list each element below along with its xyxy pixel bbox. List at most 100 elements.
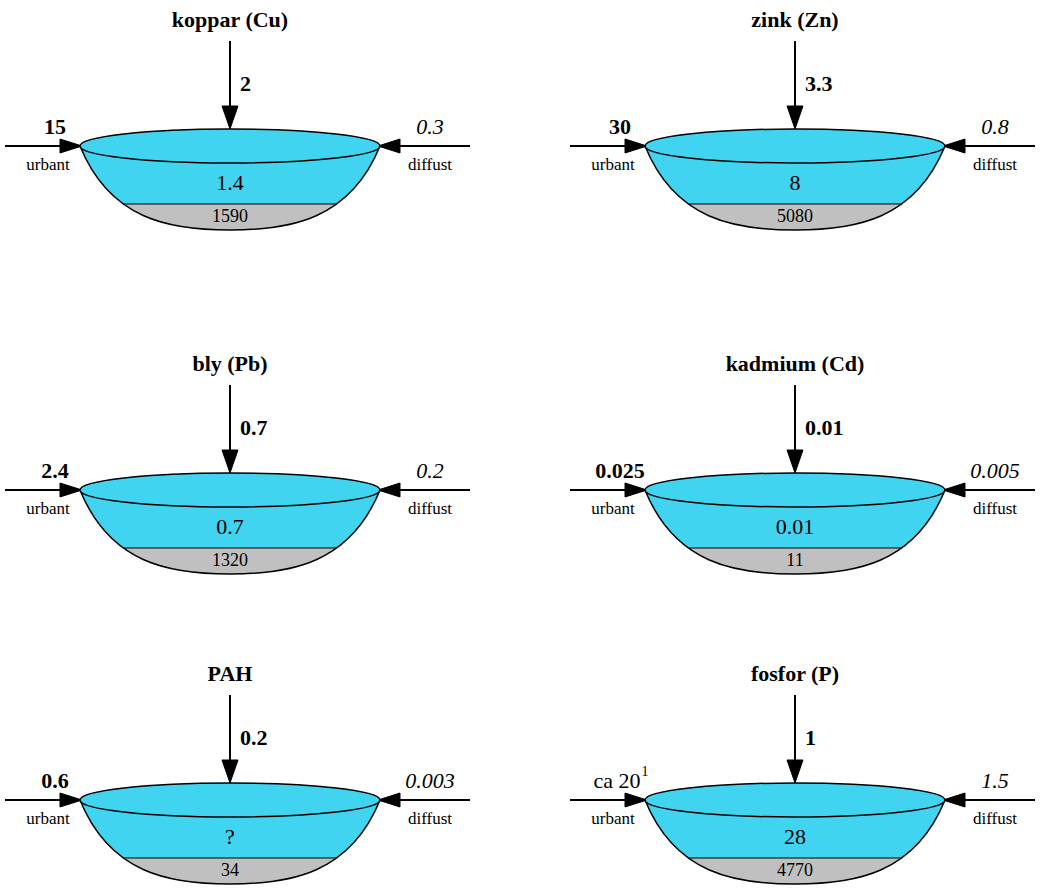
- arrow-shaft: [5, 799, 62, 801]
- water-value: 8: [645, 171, 945, 195]
- deposition-value: 1: [805, 726, 816, 750]
- water-value: 0.01: [645, 515, 945, 539]
- substance-title: kadmium (Cd): [726, 352, 865, 376]
- arrow-head: [222, 760, 238, 783]
- arrow-head: [60, 483, 82, 497]
- substance-title: bly (Pb): [192, 352, 267, 376]
- sediment-band: [645, 858, 945, 886]
- arrow-head: [222, 106, 238, 129]
- sediment-band: [80, 858, 380, 886]
- flow-arrow: [943, 793, 1035, 807]
- arrow-head: [787, 760, 803, 783]
- water-surface: [645, 473, 945, 507]
- sediment-value: 1590: [212, 207, 248, 227]
- water-surface: [645, 783, 945, 817]
- arrow-shaft: [794, 41, 796, 108]
- deposition-value: 0.01: [805, 416, 844, 440]
- arrow-shaft: [963, 489, 1035, 491]
- arrow-shaft: [794, 695, 796, 762]
- flow-arrow: [943, 139, 1035, 153]
- sediment-band: [645, 204, 945, 232]
- sediment-value: 1320: [212, 551, 248, 571]
- water-surface: [80, 783, 380, 817]
- flow-arrow: [5, 139, 82, 153]
- arrow-shaft: [5, 489, 62, 491]
- sediment-layer: 34: [170, 858, 290, 884]
- sediment-value: 11: [786, 551, 803, 571]
- sediment-band: [80, 548, 380, 576]
- flow-arrow: [570, 793, 647, 807]
- footnote-mark: 1: [642, 764, 649, 779]
- source-label: diffust: [408, 810, 452, 829]
- arrow-shaft: [570, 145, 627, 147]
- arrow-head: [625, 793, 647, 807]
- deposition-value: 2: [240, 72, 251, 96]
- source-label: diffust: [408, 156, 452, 175]
- arrow-shaft: [398, 145, 470, 147]
- sediment-value: 5080: [777, 207, 813, 227]
- sediment-layer: 5080: [735, 204, 855, 230]
- diffuse-value: 0.8: [981, 115, 1009, 139]
- arrow-head: [625, 483, 647, 497]
- arrow-head: [943, 793, 965, 807]
- substance-title: koppar (Cu): [172, 8, 288, 32]
- water-surface: [645, 129, 945, 163]
- urban-value: 0.025: [595, 459, 645, 483]
- lake-basin: 28 4770: [645, 783, 945, 886]
- deposition-value: 3.3: [805, 72, 833, 96]
- lake-basin: 1.41590: [80, 129, 380, 232]
- flow-arrow: [5, 793, 82, 807]
- source-label: diffust: [408, 500, 452, 519]
- diffuse-value: 0.003: [405, 769, 455, 793]
- arrow-head: [378, 483, 400, 497]
- flow-arrow: [570, 483, 647, 497]
- urban-value: 30: [609, 115, 631, 139]
- source-label: urbant: [26, 810, 69, 829]
- arrow-shaft: [570, 489, 627, 491]
- flow-arrow: [222, 385, 238, 473]
- sediment-band: [80, 204, 380, 232]
- source-label: urbant: [591, 500, 634, 519]
- water-value: 28: [645, 825, 945, 849]
- water-surface: [80, 473, 380, 507]
- water-value: ?: [80, 825, 380, 849]
- lake-basin: 0.01 11: [645, 473, 945, 576]
- flow-arrow: [222, 695, 238, 783]
- arrow-head: [625, 139, 647, 153]
- source-label: diffust: [973, 500, 1017, 519]
- substance-title: PAH: [208, 662, 253, 686]
- substance-title: fosfor (P): [751, 662, 839, 686]
- sediment-layer: 1590: [170, 204, 290, 230]
- flow-arrow: [378, 483, 470, 497]
- deposition-value: 0.2: [240, 726, 268, 750]
- sediment-layer: 11: [735, 548, 855, 574]
- arrow-head: [378, 793, 400, 807]
- sediment-value: 4770: [777, 861, 813, 881]
- source-label: urbant: [26, 156, 69, 175]
- arrow-head: [787, 106, 803, 129]
- source-label: diffust: [973, 156, 1017, 175]
- arrow-shaft: [229, 695, 231, 762]
- flow-arrow: [5, 483, 82, 497]
- diffuse-value: 1.5: [981, 769, 1009, 793]
- diffuse-value: 0.3: [416, 115, 444, 139]
- flow-arrow: [943, 483, 1035, 497]
- arrow-shaft: [570, 799, 627, 801]
- flow-arrow: [222, 41, 238, 129]
- arrow-head: [378, 139, 400, 153]
- water-surface: [80, 129, 380, 163]
- urban-value: ca 20: [593, 769, 640, 793]
- urban-value: 0.6: [41, 769, 69, 793]
- arrow-shaft: [229, 385, 231, 452]
- arrow-head: [60, 793, 82, 807]
- water-value: 0.7: [80, 515, 380, 539]
- arrow-shaft: [963, 145, 1035, 147]
- sediment-value: 34: [221, 861, 239, 881]
- arrow-shaft: [5, 145, 62, 147]
- arrow-head: [943, 139, 965, 153]
- arrow-shaft: [229, 41, 231, 108]
- lake-basin: ? 34: [80, 783, 380, 886]
- diffuse-value: 0.005: [970, 459, 1020, 483]
- deposition-value: 0.7: [240, 416, 268, 440]
- flow-arrow: [787, 41, 803, 129]
